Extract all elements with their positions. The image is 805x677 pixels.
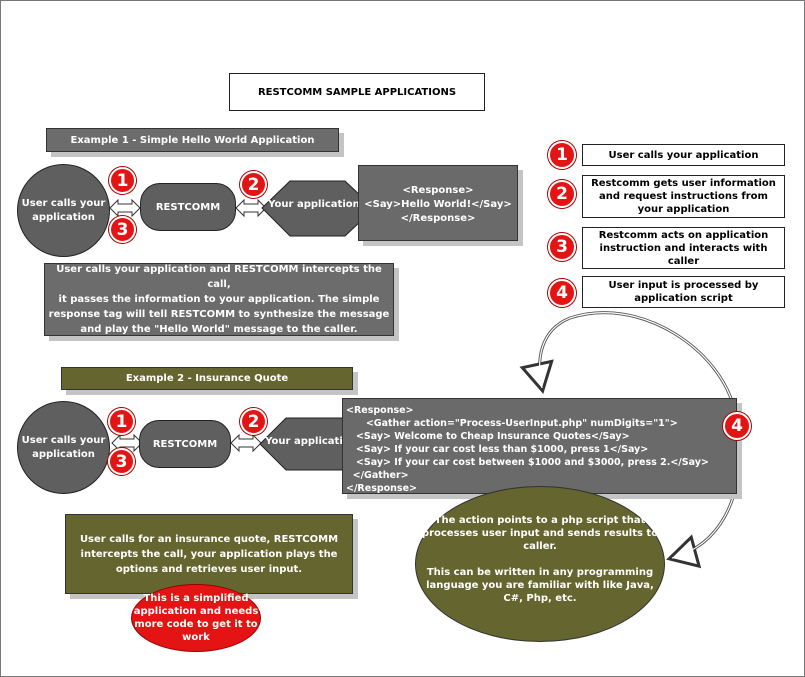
page-title: RESTCOMM SAMPLE APPLICATIONS <box>229 73 485 111</box>
legend-item-2: Restcomm gets user information and reque… <box>582 175 785 218</box>
example2-marker-1: 1 <box>108 408 135 435</box>
example1-header: Example 1 - Simple Hello World Applicati… <box>46 128 339 152</box>
example1-app-node-label: Your application <box>268 199 360 210</box>
example1-marker-1: 1 <box>109 167 136 194</box>
warning-note: This is a simplified application and nee… <box>131 584 261 652</box>
example1-code-block: <Response> <Say>Hello World!</Say> </Res… <box>358 165 518 241</box>
example1-restcomm-node: RESTCOMM <box>140 183 236 231</box>
legend-marker-4: 4 <box>548 279 576 307</box>
example2-code-block: <Response> <Gather action="Process-UserI… <box>342 398 737 494</box>
legend-item-4: User input is processed by application s… <box>582 276 785 308</box>
example2-marker-3: 3 <box>108 448 135 475</box>
example2-header: Example 2 - Insurance Quote <box>61 367 353 390</box>
legend-marker-2: 2 <box>548 180 576 208</box>
legend-marker-1: 1 <box>548 141 576 169</box>
example2-user-node: User calls your application <box>17 401 110 494</box>
example2-restcomm-node: RESTCOMM <box>139 420 231 468</box>
example1-user-node: User calls your application <box>17 164 110 257</box>
double-arrow-user-restcomm-1 <box>109 198 141 218</box>
app-node-shape-1 <box>261 180 363 237</box>
example2-marker-2: 2 <box>240 408 267 435</box>
example1-description: User calls your application and RESTCOMM… <box>44 263 394 336</box>
legend-item-3: Restcomm acts on application instruction… <box>582 227 785 269</box>
example2-app-node-label: Your application <box>265 436 357 447</box>
gather-marker-4: 4 <box>723 412 751 440</box>
example1-marker-2: 2 <box>240 171 267 198</box>
double-arrow-restcomm-app-2 <box>230 433 262 453</box>
example1-marker-3: 3 <box>109 216 136 243</box>
action-note-ellipse: The action points to a php script that p… <box>415 486 665 642</box>
legend-item-1: User calls your application <box>582 144 785 166</box>
example2-description: User calls for an insurance quote, RESTC… <box>65 514 353 594</box>
legend-marker-3: 3 <box>548 233 576 261</box>
